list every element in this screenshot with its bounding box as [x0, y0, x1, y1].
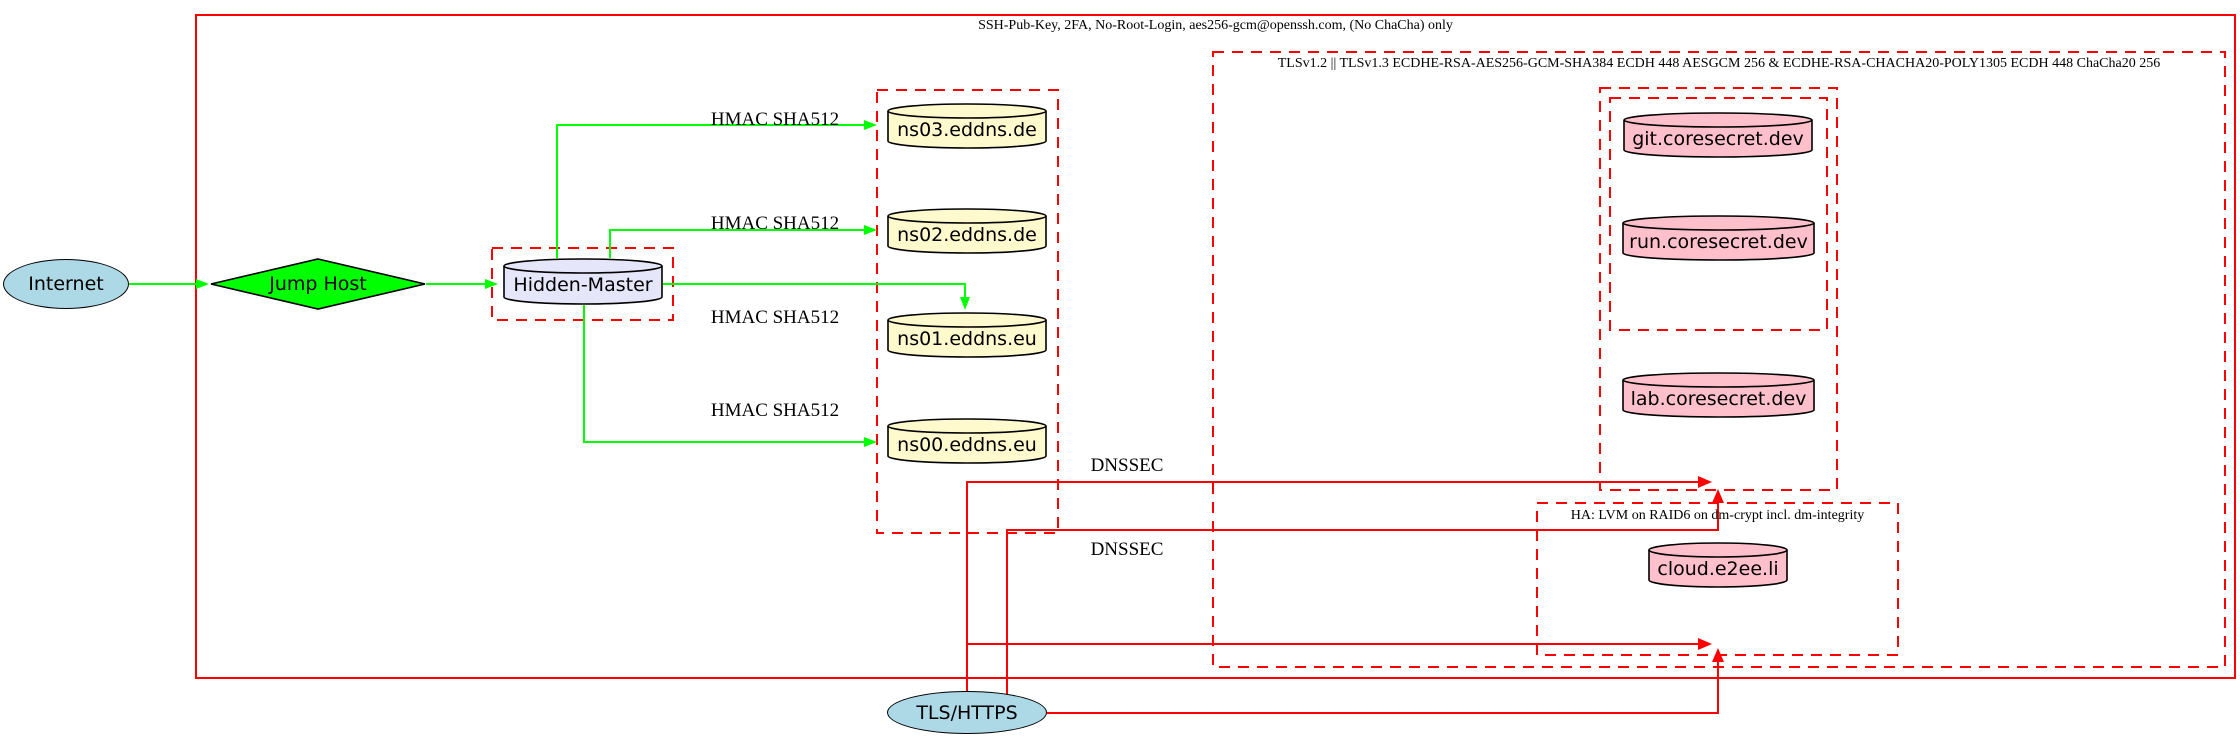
edge-hiddenmaster-ns00 — [583, 305, 864, 443]
node-internet: Internet — [3, 259, 129, 309]
node-ns03: ns03.eddns.de — [887, 103, 1047, 149]
edge-tlshttps-cloud-dnssec — [966, 643, 1698, 691]
node-run-label: run.coresecret.dev — [1629, 230, 1808, 253]
edge-hiddenmaster-ns02 — [609, 229, 864, 258]
arrowhead-cloud-up — [1712, 648, 1724, 662]
ssh-cluster-label: SSH-Pub-Key, 2FA, No-Root-Login, aes256-… — [978, 18, 1453, 33]
node-jump-host-label: Jump Host — [269, 273, 367, 295]
node-ns00: ns00.eddns.eu — [887, 418, 1047, 464]
node-ns03-label: ns03.eddns.de — [897, 118, 1037, 141]
arrowhead-ns02 — [864, 225, 877, 235]
node-run-coresecret: run.coresecret.dev — [1622, 215, 1815, 261]
edge-label-hmac-ns01: HMAC SHA512 — [710, 307, 840, 328]
cylinder-shape — [1623, 112, 1813, 158]
coresecret-outer-cluster-box — [1599, 87, 1838, 491]
node-internet-label: Internet — [28, 273, 104, 295]
tls-cluster-label: TLSv1.2 || TLSv1.3 ECDHE-RSA-AES256-GCM-… — [1277, 56, 2161, 71]
node-lab-label: lab.coresecret.dev — [1630, 387, 1807, 410]
cylinder-shape — [887, 103, 1047, 149]
node-ns00-label: ns00.eddns.eu — [897, 433, 1037, 456]
node-ns01: ns01.eddns.eu — [887, 312, 1047, 358]
ha-cluster-label: HA: LVM on RAID6 on dm-crypt incl. dm-in… — [1570, 508, 1865, 523]
coresecret-inner-cluster-box — [1609, 97, 1828, 331]
edge-label-hmac-ns02: HMAC SHA512 — [710, 213, 840, 234]
edge-tlshttps-lab-up — [1006, 503, 1719, 700]
edge-label-dnssec-1: DNSSEC — [1090, 455, 1164, 476]
node-tls-https: TLS/HTTPS — [887, 691, 1047, 734]
node-jump-host: Jump Host — [210, 258, 426, 310]
secure-edge-arrowheads — [196, 120, 970, 447]
arrowhead-hiddenmaster — [485, 279, 498, 289]
node-ns02: ns02.eddns.de — [887, 208, 1047, 254]
tls-edge-arrowheads — [1698, 476, 1724, 662]
tls-dnssec-edges — [966, 481, 1719, 714]
edge-tlshttps-cloud-up — [1047, 662, 1719, 714]
nameserver-cluster-box — [876, 89, 1059, 534]
edge-hiddenmaster-ns01 — [663, 283, 966, 297]
cylinder-shape — [1622, 215, 1815, 261]
secure-edges — [128, 124, 966, 443]
node-hidden-master: Hidden-Master — [503, 258, 663, 305]
arrowhead-ns01 — [960, 297, 970, 310]
arrowhead-ns03 — [864, 120, 877, 130]
node-lab-coresecret: lab.coresecret.dev — [1622, 372, 1815, 418]
diamond-shape — [210, 258, 426, 310]
cylinder-shape — [887, 208, 1047, 254]
edge-label-hmac-ns00: HMAC SHA512 — [710, 400, 840, 421]
edge-label-hmac-ns03: HMAC SHA512 — [710, 109, 840, 130]
node-ns01-label: ns01.eddns.eu — [897, 327, 1037, 350]
arrowhead-cloud-right — [1698, 638, 1712, 650]
cylinder-shape — [887, 418, 1047, 464]
arrowhead-lab-up — [1712, 489, 1724, 503]
node-git-label: git.coresecret.dev — [1632, 127, 1804, 150]
edge-label-dnssec-2: DNSSEC — [1090, 539, 1164, 560]
cylinder-shape — [1622, 372, 1815, 418]
ssh-cluster-box — [195, 14, 2236, 679]
node-cloud-e2ee: cloud.e2ee.li — [1648, 542, 1788, 588]
node-ns02-label: ns02.eddns.de — [897, 223, 1037, 246]
edge-hiddenmaster-ns03 — [556, 124, 864, 258]
arrowhead-jumphost — [196, 279, 209, 289]
node-tls-https-label: TLS/HTTPS — [916, 701, 1018, 724]
node-git-coresecret: git.coresecret.dev — [1623, 112, 1813, 158]
node-hidden-master-label: Hidden-Master — [513, 274, 653, 296]
edge-tlshttps-lab-dnssec — [966, 481, 1698, 691]
arrowhead-lab-right — [1698, 476, 1712, 488]
cylinder-shape — [503, 258, 663, 305]
cylinder-shape — [1648, 542, 1788, 588]
node-cloud-label: cloud.e2ee.li — [1657, 557, 1779, 580]
arrowhead-ns00 — [864, 437, 877, 447]
cylinder-shape — [887, 312, 1047, 358]
